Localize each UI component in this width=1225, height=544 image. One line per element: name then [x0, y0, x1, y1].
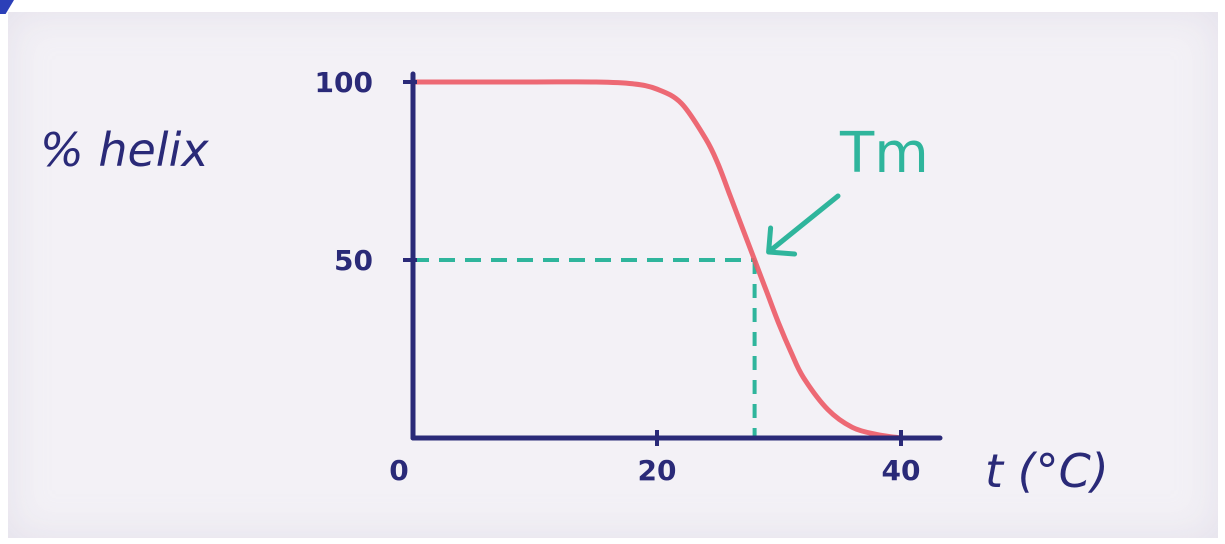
tm-annotation-label: Tm — [839, 121, 929, 186]
x-axis-label: t (°C) — [985, 444, 1109, 498]
y-axis-label: % helix — [40, 123, 209, 177]
tm-arrow — [766, 193, 841, 257]
helix-melting-curve — [410, 79, 904, 441]
x-tick-label: 40 — [882, 454, 921, 487]
y-tick-label: 50 — [334, 244, 373, 277]
x-tick-label: 0 — [389, 454, 408, 487]
paper-background — [8, 12, 1218, 538]
y-tick-label: 100 — [315, 66, 373, 99]
tick-layer: 50 100 0 20 40 — [315, 66, 921, 487]
x-tick-label: 20 — [638, 454, 677, 487]
